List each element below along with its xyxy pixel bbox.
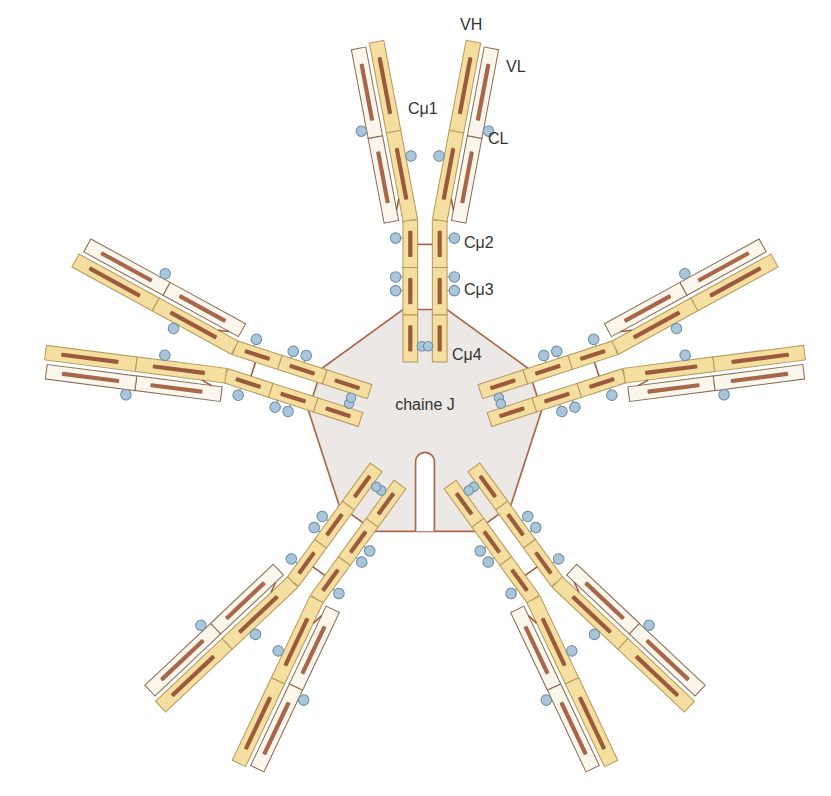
domain-label: Cμ1	[408, 100, 438, 118]
chain-label: chaine J	[395, 396, 455, 414]
domain-label: Cμ3	[464, 281, 494, 299]
region-label: VH	[460, 16, 482, 34]
region-label: VL	[506, 58, 526, 76]
domain-label: Cμ4	[452, 346, 482, 364]
region-label: CL	[488, 130, 508, 148]
domain-label: Cμ2	[464, 234, 494, 252]
